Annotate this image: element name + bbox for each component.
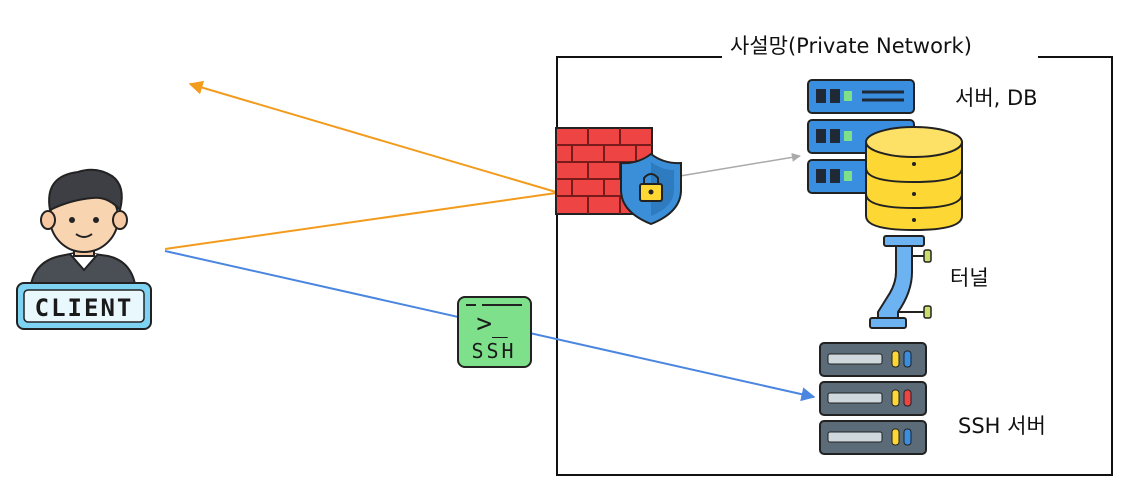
- client-badge: CLIENT: [16, 282, 152, 330]
- database-icon: [865, 126, 963, 232]
- orange-path-firewall-to-outside: [188, 80, 557, 193]
- shield-lock-icon: [620, 152, 682, 226]
- private-network-title: 사설망(Private Network): [722, 30, 1038, 60]
- tunnel-label: 터널: [950, 266, 989, 290]
- gray-path-firewall-to-server: [679, 152, 801, 177]
- tunnel-pipe-icon: [869, 235, 932, 329]
- ssh-server-label: SSH 서버: [958, 414, 1046, 438]
- client-user-icon: [28, 168, 138, 293]
- client-badge-label: CLIENT: [35, 294, 134, 322]
- orange-path-client-to-firewall: [164, 192, 557, 250]
- ssh-prompt: >_: [476, 309, 508, 339]
- ssh-badge-label: SSH: [471, 339, 516, 363]
- server-db-label: 서버, DB: [955, 86, 1038, 110]
- ssh-server-icon: [819, 342, 927, 455]
- ssh-terminal-icon: >_ SSH: [457, 296, 532, 368]
